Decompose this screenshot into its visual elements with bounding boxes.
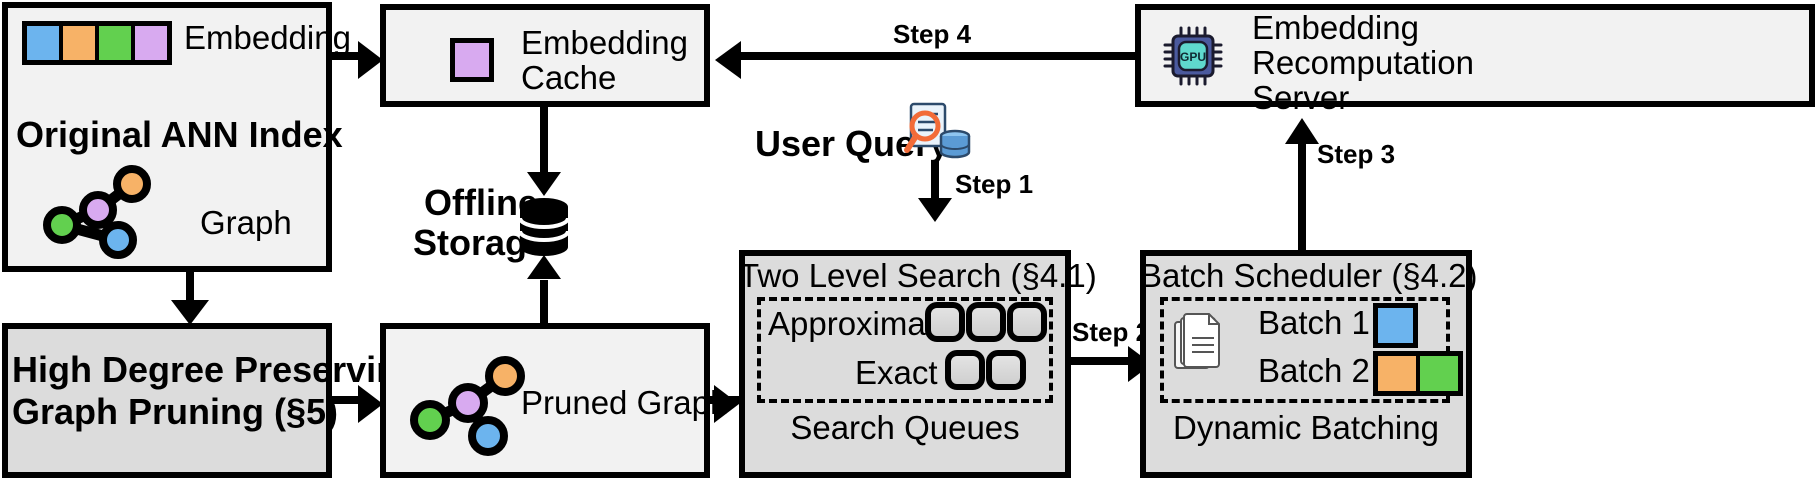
pruned-graph-illustration	[410, 356, 525, 456]
two-level-search-title: Two Level Search (§4.1)	[739, 257, 1097, 294]
graph-pruning-line2: Graph Pruning (§5)	[12, 391, 339, 432]
embedding-cache-line1: Embedding	[521, 24, 688, 61]
arrow-index-to-cache-head	[358, 41, 383, 79]
approximate-queue-slot-3[interactable]	[1007, 302, 1047, 342]
batch-1-chip-blue	[1373, 303, 1418, 348]
dynamic-batching-dashed-region	[1160, 297, 1450, 403]
arrow-step1-head	[918, 198, 952, 222]
step4-label: Step 4	[893, 19, 972, 49]
step1-label: Step 1	[955, 169, 1034, 199]
embedding-cell-purple	[135, 26, 167, 60]
dynamic-batching-footer: Dynamic Batching	[1173, 409, 1439, 446]
arrow-pruning-to-prunedgraph-line	[332, 396, 362, 404]
recomputation-server-line2: Recomputation	[1252, 44, 1474, 81]
batch-2-chip-green	[1420, 356, 1458, 391]
batch-2-chip-strip	[1373, 351, 1463, 396]
approximate-queue-slot-2[interactable]	[966, 302, 1006, 342]
embedding-cache-box[interactable]	[380, 4, 710, 107]
recomputation-server-line3: Server	[1252, 79, 1350, 116]
step3-label: Step 3	[1317, 139, 1396, 169]
arrow-step1-line	[931, 160, 939, 205]
arrow-cache-to-storage-line	[540, 107, 548, 177]
embedding-chip-strip	[22, 21, 172, 65]
arrow-step2-line	[1071, 357, 1146, 365]
original-ann-index-title: Original ANN Index	[16, 114, 343, 155]
search-queues-footer: Search Queues	[790, 409, 1020, 446]
arrow-cache-to-storage-head	[527, 172, 561, 196]
recomputation-server-box[interactable]	[1135, 4, 1815, 107]
embedding-cell-green	[99, 26, 135, 60]
arrow-step4-head	[715, 41, 741, 79]
recomputation-server-line1: Embedding	[1252, 9, 1419, 46]
arrow-step3-line	[1298, 143, 1306, 250]
gpu-chip-icon: GPU	[1163, 26, 1223, 86]
database-cylinder-icon	[518, 198, 570, 256]
pruned-graph-label: Pruned Graph	[521, 384, 729, 421]
embedding-label: Embedding	[184, 19, 351, 56]
embedding-cell-blue	[27, 26, 63, 60]
arrow-prunedgraph-to-storage-line	[540, 280, 548, 325]
graph-pruning-box[interactable]	[2, 323, 332, 478]
arrow-index-to-pruning-head	[171, 300, 209, 325]
arrow-pruning-to-prunedgraph-head	[358, 385, 383, 423]
embedding-cache-line2: Cache	[521, 59, 617, 96]
exact-queue-slot-2[interactable]	[986, 350, 1026, 390]
exact-queue-slot-1[interactable]	[945, 350, 985, 390]
approximate-queue-slot-1[interactable]	[925, 302, 965, 342]
arrow-step4-line	[741, 52, 1135, 60]
arrow-index-to-cache-line	[332, 52, 362, 60]
documents-stack-icon	[1174, 313, 1220, 369]
arrow-step3-head	[1285, 118, 1319, 144]
exact-label: Exact	[855, 354, 938, 391]
step2-label: Step 2	[1072, 317, 1151, 347]
batch-1-label: Batch 1	[1258, 304, 1370, 341]
gpu-chip-text: GPU	[1180, 50, 1206, 64]
offline-storage-line1: Offline	[424, 182, 538, 223]
arrow-index-to-pruning-line	[186, 272, 194, 305]
arrow-prunedgraph-to-search-head	[714, 385, 739, 423]
embedding-cell-orange	[63, 26, 99, 60]
search-queues-dashed-region	[757, 297, 1053, 403]
approximate-label: Approximate	[768, 305, 954, 342]
batch-2-chip-orange	[1378, 356, 1420, 391]
arrow-prunedgraph-to-storage-head	[527, 255, 561, 279]
original-graph-illustration	[43, 165, 151, 259]
graph-pruning-line1: High Degree Preserving	[12, 349, 421, 390]
graph-label: Graph	[200, 204, 292, 241]
batch-2-label: Batch 2	[1258, 352, 1370, 389]
pruned-graph-box[interactable]	[380, 323, 710, 478]
embedding-cache-chip	[450, 38, 494, 82]
magnifier-document-database-icon	[904, 102, 971, 159]
batch-scheduler-title: Batch Scheduler (§4.2)	[1140, 257, 1478, 294]
